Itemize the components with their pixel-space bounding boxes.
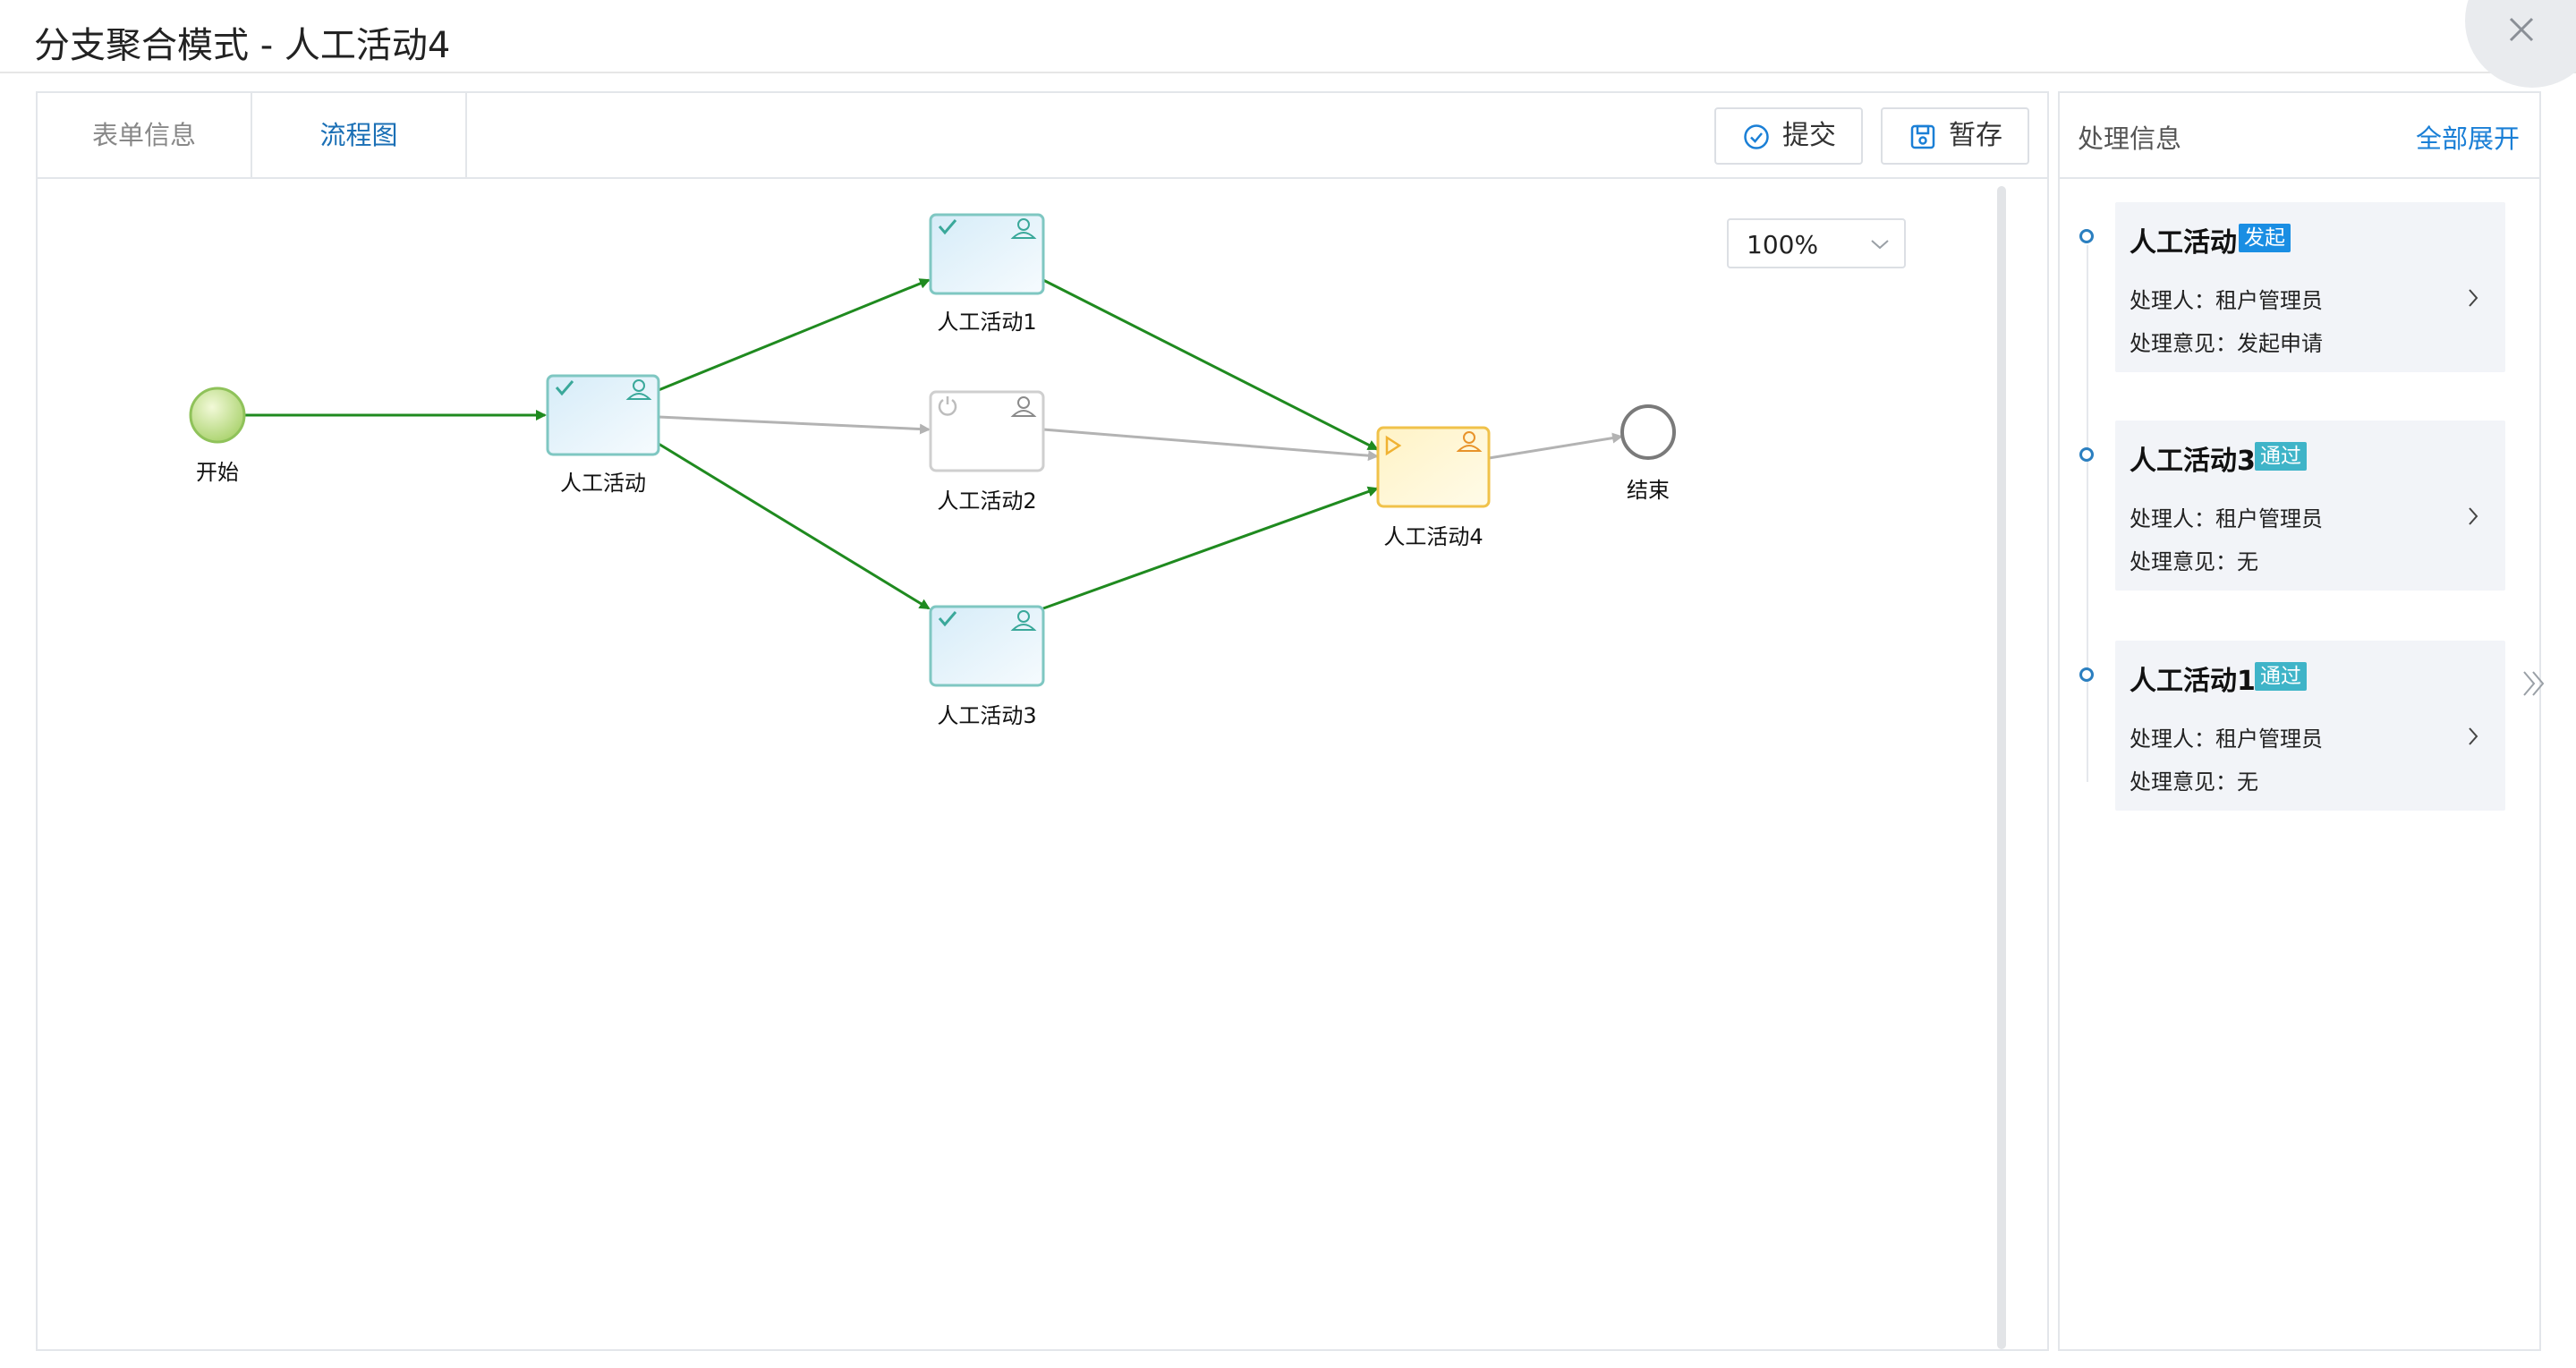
dialog-header: 分支聚合模式 - 人工活动4 (0, 0, 2576, 88)
user-icon (1010, 396, 1037, 417)
status-badge: 发起 (2239, 224, 2291, 252)
save-draft-button[interactable]: 暂存 (1881, 107, 2029, 165)
task1-label: 人工活动1 (937, 310, 1037, 335)
task3-label: 人工活动3 (937, 703, 1037, 728)
chevron-right-icon (2469, 507, 2478, 525)
tab-flow-chart[interactable]: 流程图 (252, 93, 467, 177)
task-node-1[interactable] (929, 213, 1045, 295)
chevron-right-icon (2469, 727, 2478, 745)
record-card[interactable]: 人工活动 发起 处理人：租户管理员 处理意见：发起申请 (2115, 202, 2505, 372)
task-node-2[interactable] (929, 390, 1045, 472)
record-opinion: 处理意见：发起申请 (2130, 331, 2323, 356)
status-badge: 通过 (2255, 442, 2307, 471)
chevron-down-icon (1871, 240, 1889, 250)
process-info-panel: 处理信息 全部展开 人工活动 发起 处理人：租户管理员 处理意见：发起申请 人工… (2058, 91, 2541, 1351)
edge-task2-task4 (1042, 428, 1379, 462)
record-handler: 处理人：租户管理员 (2130, 288, 2323, 313)
flow-canvas[interactable]: 开始 人工活动 人工活动1 人工活动2 人工活动3 人工活动4 结束 (38, 179, 2006, 1351)
edge-task0-task1 (658, 278, 931, 392)
check-icon (555, 380, 574, 396)
start-label: 开始 (196, 460, 239, 485)
task-node-0[interactable] (546, 374, 660, 456)
record-activity: 人工活动3 (2130, 446, 2256, 477)
power-icon (938, 396, 957, 416)
status-badge: 通过 (2255, 662, 2307, 691)
task-node-4[interactable] (1376, 426, 1491, 508)
task0-label: 人工活动 (560, 471, 646, 496)
double-chevron-right-icon[interactable] (2521, 669, 2546, 698)
record-handler: 处理人：租户管理员 (2130, 506, 2323, 531)
flow-panel: 表单信息 流程图 提交 暂存 (36, 91, 2049, 1351)
submit-label: 提交 (1782, 120, 1836, 151)
zoom-select[interactable]: 100% (1727, 218, 1906, 268)
zoom-value: 100% (1747, 230, 1819, 259)
process-info-title: 处理信息 (2078, 123, 2182, 154)
end-label: 结束 (1627, 478, 1670, 503)
dialog-title: 分支聚合模式 - 人工活动4 (34, 25, 451, 66)
flow-diagram (189, 213, 1676, 687)
start-event[interactable] (189, 387, 246, 444)
save-icon (1910, 124, 1935, 149)
tab-bar: 表单信息 流程图 提交 暂存 (38, 93, 2047, 179)
edge-task3-task4 (1042, 486, 1379, 610)
user-icon (1456, 431, 1483, 452)
record-activity: 人工活动1 (2130, 666, 2256, 697)
edge-task0-task2 (658, 415, 931, 435)
submit-button[interactable]: 提交 (1714, 107, 1863, 165)
timeline-dot (2079, 229, 2094, 243)
expand-all-link[interactable]: 全部展开 (2415, 123, 2520, 154)
record-card[interactable]: 人工活动1 通过 处理人：租户管理员 处理意见：无 (2115, 641, 2505, 811)
check-circle-icon (1744, 124, 1769, 149)
user-icon (625, 379, 652, 400)
record-opinion: 处理意见：无 (2130, 769, 2258, 794)
tab-form-info[interactable]: 表单信息 (38, 93, 252, 177)
end-event[interactable] (1620, 404, 1676, 460)
user-icon (1010, 218, 1037, 239)
timeline-line (2087, 245, 2088, 782)
record-handler: 处理人：租户管理员 (2130, 726, 2323, 752)
save-draft-label: 暂存 (1949, 120, 2002, 151)
task2-label: 人工活动2 (937, 489, 1037, 514)
record-activity: 人工活动 (2130, 227, 2237, 259)
edge-task4-end (1488, 432, 1623, 460)
check-icon (938, 219, 957, 235)
canvas-scrollbar[interactable] (1997, 186, 2006, 1349)
check-icon (938, 611, 957, 627)
timeline-dot (2079, 447, 2094, 462)
user-icon (1010, 610, 1037, 631)
close-button[interactable] (2465, 0, 2576, 88)
task-node-3[interactable] (929, 605, 1045, 687)
edge-task1-task4 (1042, 278, 1379, 451)
record-opinion: 处理意见：无 (2130, 549, 2258, 574)
timeline-dot (2079, 667, 2094, 682)
play-icon (1385, 435, 1402, 456)
close-icon (2509, 17, 2534, 42)
edge-task0-task3 (658, 442, 931, 610)
process-info-header: 处理信息 全部展开 (2060, 93, 2539, 179)
record-card[interactable]: 人工活动3 通过 处理人：租户管理员 处理意见：无 (2115, 421, 2505, 591)
task4-label: 人工活动4 (1383, 524, 1484, 549)
chevron-right-icon (2469, 289, 2478, 307)
